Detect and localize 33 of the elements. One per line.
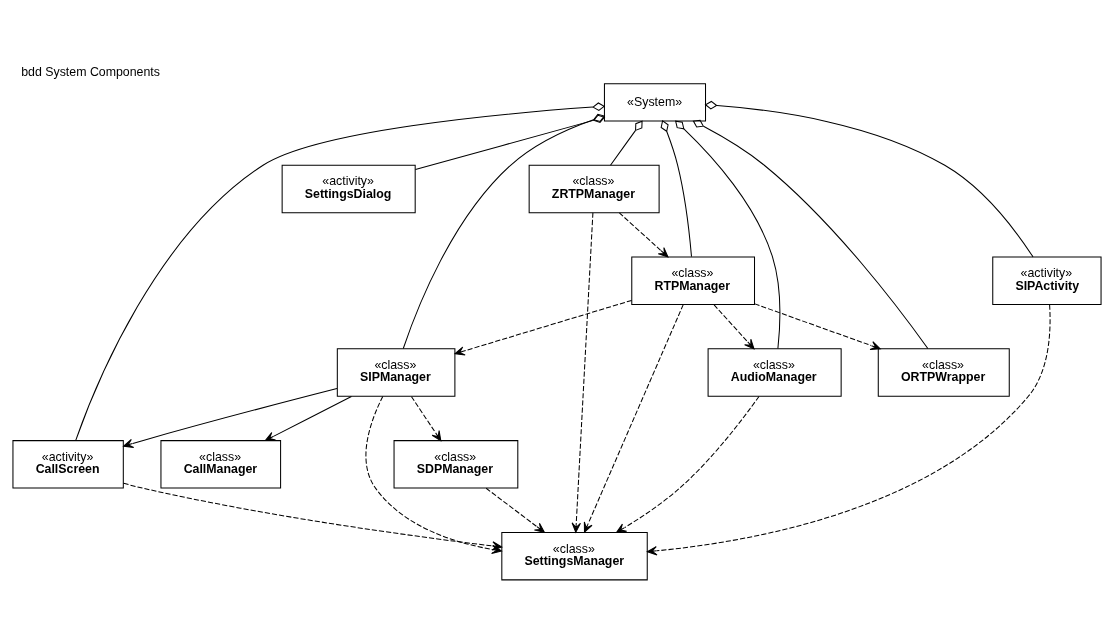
node-box: «class» AudioManager: [707, 347, 842, 397]
connector: [704, 100, 1034, 257]
node-box: «activity» CallScreen: [12, 439, 124, 489]
node-box: «class» SIPManager: [336, 347, 456, 397]
arrow: [754, 302, 881, 350]
connector: [414, 114, 606, 170]
arrow: [264, 395, 352, 441]
arrow: [713, 303, 755, 349]
arrow: [454, 299, 633, 356]
node-box: «activity» SIPActivity: [992, 256, 1102, 305]
connector: [75, 101, 606, 441]
connector: [692, 119, 929, 349]
node-box: «class» CallManager: [160, 439, 282, 489]
node-box: «class» SettingsManager: [501, 531, 648, 580]
connector: [674, 120, 781, 349]
node-box: «class» SDPManager: [393, 439, 519, 489]
connector: [610, 120, 643, 166]
connector: [660, 119, 692, 257]
arrow: [411, 395, 442, 441]
arrow: [571, 211, 594, 533]
arrow: [616, 395, 760, 533]
diagram-title: bdd System Components: [21, 64, 160, 79]
connector: [402, 113, 606, 349]
arrow: [485, 487, 545, 533]
arrow: [618, 211, 669, 257]
arrow: [123, 387, 338, 448]
arrow: [583, 303, 684, 533]
node-box: «activity» SettingsDialog: [281, 164, 416, 213]
node-box: «class» RTPManager: [631, 256, 756, 305]
node-box: «class» ZRTPManager: [528, 164, 660, 213]
node-box: «class» ORTPWrapper: [877, 347, 1010, 397]
arrow: [646, 303, 1051, 556]
node-box: «System»: [603, 82, 707, 121]
